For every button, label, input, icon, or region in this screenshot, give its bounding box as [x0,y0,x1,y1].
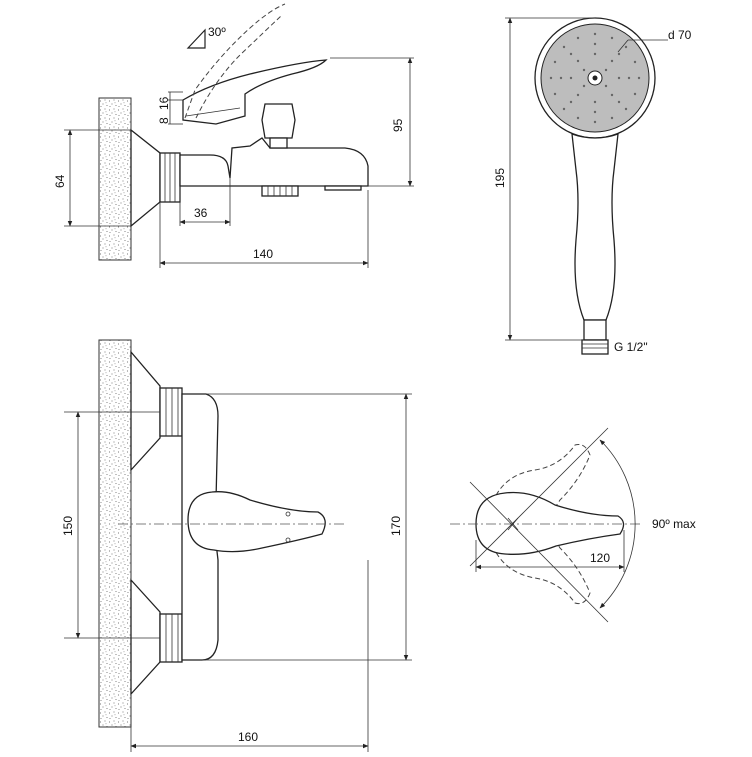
shower-thread [581,339,609,355]
lever-rotation-view: 90º max 120 [450,427,696,623]
shower-handle [571,133,619,321]
spout-aerator [324,185,362,191]
diverter-stem [269,137,288,149]
diameter-label: d 70 [668,28,692,42]
wall-section-top [98,339,132,728]
angle-max-label: 90º max [652,517,696,531]
hand-shower-view: G 1/2" d 70 195 [493,17,692,355]
dim-160-label: 160 [238,730,258,744]
lever-handle [182,59,328,125]
diverter-knob [261,103,296,139]
connector-lower [159,613,183,663]
dim-16-label: 16 [157,96,171,110]
dim-195-label: 195 [493,168,507,188]
dim-8-label: 8 [157,117,171,124]
dim-64-label: 64 [53,174,67,188]
spray-nozzles [549,32,641,124]
angle-triangle [186,28,206,49]
angle-top-label: 30º [208,25,226,39]
dim-140-label: 140 [253,247,273,261]
top-view: 150 170 160 [61,339,412,752]
escutcheon-upper [130,350,161,472]
wall-section [98,97,132,261]
lever-position-down [489,502,591,604]
rotation-arc [599,439,636,609]
lever-tilted-outline [184,3,286,119]
side-view: 30º 8 16 95 64 36 140 [53,3,414,268]
dim-150-label: 150 [61,516,75,536]
lever-position-center [475,491,625,555]
mixer-body [179,137,369,187]
dim-36-label: 36 [194,206,208,220]
escutcheon-lower [130,578,161,696]
connector-upper [159,387,183,437]
lever-top [187,491,326,553]
shower-handle-end [583,319,607,341]
dim-170-label: 170 [389,516,403,536]
dim-120-label: 120 [590,551,610,565]
escutcheon [130,128,161,228]
thread-label: G 1/2" [614,340,648,354]
dim-95-label: 95 [391,118,405,132]
